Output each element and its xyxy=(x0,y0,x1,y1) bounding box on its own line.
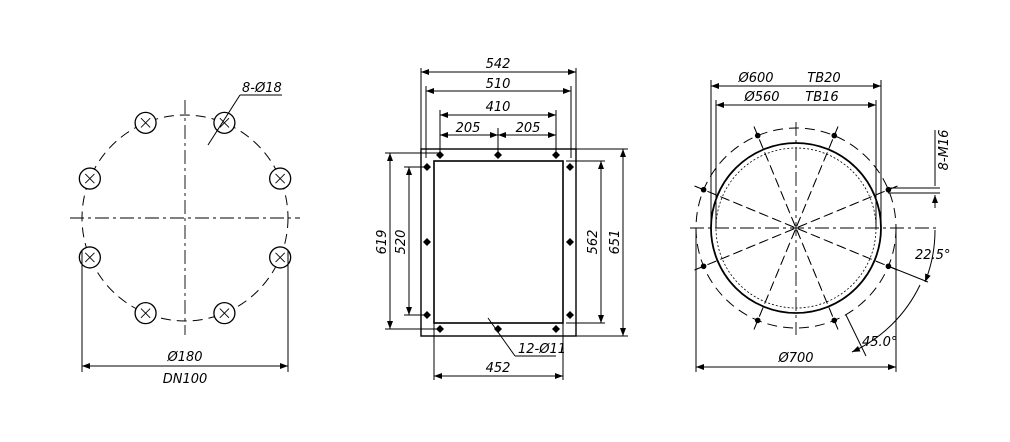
bolt-holes xyxy=(423,151,574,333)
dim-619: 619 xyxy=(375,230,390,255)
dim-205-left: 205 xyxy=(456,121,481,136)
bolt-hole xyxy=(78,167,101,190)
bolt-centerline xyxy=(694,185,898,271)
dim-520: 520 xyxy=(394,230,409,255)
bolt-hole xyxy=(78,246,101,269)
bolt-point xyxy=(831,132,838,139)
dim-410: 410 xyxy=(486,100,511,115)
bolt-hole-mark xyxy=(566,311,574,319)
dim-562: 562 xyxy=(586,230,601,255)
bolt-hole-mark xyxy=(494,151,502,159)
rect-flange-view: 542 510 410 205 205 619 520 562 651 12-Ø… xyxy=(375,57,628,380)
bolt-hole xyxy=(134,302,157,325)
bolt-holes xyxy=(78,111,292,325)
dia-600: Ø600 xyxy=(737,71,773,86)
dim-510: 510 xyxy=(486,77,511,92)
bolt-point xyxy=(831,317,838,324)
dia-560: Ø560 xyxy=(743,90,779,105)
angle-45: 45.0° xyxy=(862,335,897,350)
bolt-point xyxy=(754,132,761,139)
dim-651: 651 xyxy=(608,230,623,255)
dn100-flange-view: Ø180 DN100 8-Ø18 xyxy=(70,81,300,387)
bolt-hole-mark xyxy=(423,238,431,246)
dia-700: Ø700 xyxy=(777,351,813,366)
bolt-note: 8-M16 xyxy=(937,130,952,171)
bolt-centerline xyxy=(753,126,839,330)
bolt-point xyxy=(700,263,707,270)
bolt-centerline xyxy=(694,185,898,271)
dim-452: 452 xyxy=(486,361,511,376)
bolt-hole-mark xyxy=(494,325,502,333)
hole-note: 12-Ø11 xyxy=(518,342,566,357)
bolt-hole xyxy=(213,302,236,325)
angle-22-5: 22.5° xyxy=(915,248,950,263)
bolt-point xyxy=(700,186,707,193)
bolt-centerline xyxy=(753,126,839,330)
bolt-hole-mark xyxy=(436,151,444,159)
tb16-label: TB16 xyxy=(805,90,838,105)
nominal-size-label: DN100 xyxy=(163,372,208,387)
round-flange-view: Ø600 TB20 Ø560 TB16 8-M16 22.5° 45.0° Ø7… xyxy=(690,71,952,372)
bolt-hole-mark xyxy=(566,163,574,171)
dim-205-right: 205 xyxy=(516,121,541,136)
dim-542: 542 xyxy=(486,57,511,72)
bolt-hole-mark xyxy=(566,238,574,246)
bolt-hole-mark xyxy=(552,151,560,159)
hole-note: 8-Ø18 xyxy=(242,81,282,96)
bolt-hole xyxy=(269,167,292,190)
bolt-hole xyxy=(134,111,157,134)
bolt-hole xyxy=(269,246,292,269)
tb20-label: TB20 xyxy=(807,71,840,86)
bolt-hole-mark xyxy=(552,325,560,333)
bolt-pattern xyxy=(694,126,898,330)
bolt-circle-dim: Ø180 xyxy=(166,350,202,365)
bolt-point xyxy=(754,317,761,324)
